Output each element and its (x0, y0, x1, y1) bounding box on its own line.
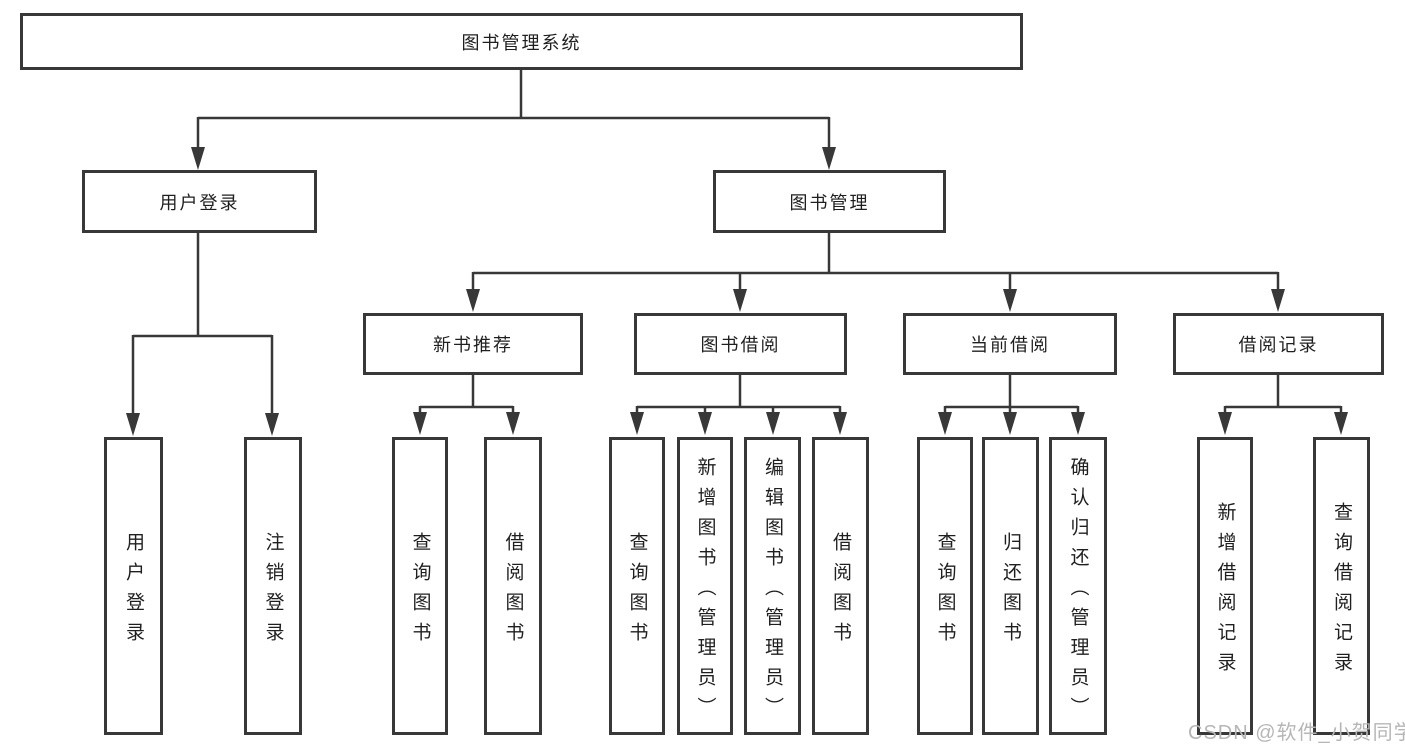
node-user-login: 用户登录 (82, 170, 317, 233)
node-label: 归还图书 (1000, 531, 1021, 652)
leaf-current-return-book: 归还图书 (982, 437, 1039, 735)
node-label: 图书管理系统 (461, 32, 582, 53)
node-label: 借阅记录 (1238, 335, 1319, 355)
leaf-borrow-borrow-book: 借阅图书 (812, 437, 869, 735)
node-label: 图书借阅 (700, 335, 781, 355)
leaf-user-login: 用户登录 (104, 437, 163, 735)
node-label: 编辑图书（管理员） (762, 456, 783, 727)
connector-book-management-branch (471, 233, 1280, 292)
node-label: 用户登录 (159, 192, 240, 213)
node-borrow-record: 借阅记录 (1173, 313, 1384, 375)
node-label: 借阅图书 (830, 531, 851, 652)
node-book-borrow: 图书借阅 (634, 313, 847, 375)
leaf-record-query-borrow-record: 查询借阅记录 (1313, 437, 1370, 735)
connector-borrow-record-branch (1223, 375, 1343, 414)
node-label: 查询图书 (409, 531, 431, 652)
leaf-current-query-book: 查询图书 (917, 437, 973, 735)
node-label: 确认归还（管理员） (1067, 456, 1089, 727)
leaf-borrow-edit-book-admin: 编辑图书（管理员） (744, 437, 801, 735)
node-label: 当前借阅 (970, 335, 1050, 355)
node-label: 新书推荐 (433, 335, 513, 355)
node-label: 用户登录 (123, 531, 144, 652)
connector-user-login-branch (131, 233, 274, 416)
node-label: 查询图书 (934, 531, 956, 652)
connector-root-to-level2 (196, 70, 831, 150)
leaf-logout-login: 注销登录 (244, 437, 302, 735)
node-label: 注销登录 (262, 531, 284, 652)
node-label: 新增借阅记录 (1214, 501, 1236, 682)
leaf-new-borrow-book: 借阅图书 (484, 437, 542, 735)
leaf-borrow-query-book: 查询图书 (609, 437, 665, 735)
leaf-current-confirm-return-admin: 确认归还（管理员） (1049, 437, 1107, 735)
node-new-book-recommend: 新书推荐 (363, 313, 583, 375)
connector-current-borrow-branch (943, 375, 1080, 414)
leaf-record-add-borrow-record: 新增借阅记录 (1197, 437, 1253, 735)
leaf-new-query-book: 查询图书 (392, 437, 448, 735)
leaf-borrow-add-book-admin: 新增图书（管理员） (677, 437, 733, 735)
node-label: 借阅图书 (502, 531, 524, 652)
node-label: 图书管理 (789, 192, 870, 213)
node-book-management: 图书管理 (713, 170, 946, 233)
node-label: 新增图书（管理员） (694, 456, 716, 727)
connector-new-book-branch (418, 375, 515, 414)
node-root-library-management-system: 图书管理系统 (20, 13, 1023, 70)
node-current-borrow: 当前借阅 (903, 313, 1117, 375)
node-label: 查询图书 (626, 531, 648, 652)
csdn-watermark: CSDN @软件_小贺同学 (1188, 722, 1405, 744)
connector-book-borrow-branch (635, 375, 842, 414)
node-label: 查询借阅记录 (1331, 501, 1352, 682)
